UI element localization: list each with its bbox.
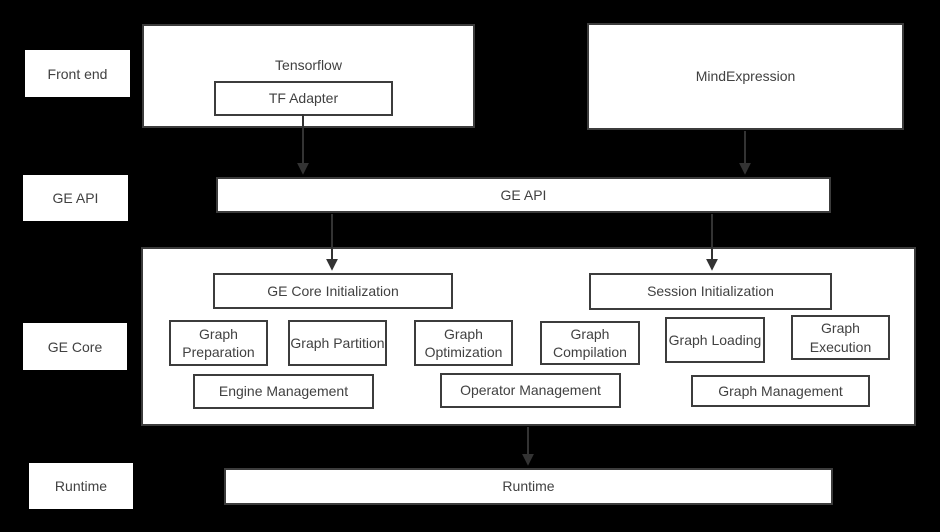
tf-adapter-box: TF Adapter (214, 81, 393, 116)
ge-core-initialization-box: GE Core Initialization (213, 273, 453, 309)
ge-api-bar: GE API (216, 177, 831, 213)
runtime-bar: Runtime (224, 468, 833, 505)
side-label-ge-api: GE API (23, 175, 128, 221)
session-initialization-box: Session Initialization (589, 273, 832, 310)
ge-core-container: GE Core Initialization Session Initializ… (141, 247, 916, 426)
operator-management-box: Operator Management (440, 373, 621, 408)
tensorflow-label: Tensorflow (275, 57, 342, 73)
graph-execution-box: Graph Execution (791, 315, 890, 360)
graph-compilation-box: Graph Compilation (540, 321, 640, 365)
graph-preparation-box: Graph Preparation (169, 320, 268, 366)
graph-management-box: Graph Management (691, 375, 870, 407)
graph-loading-box: Graph Loading (665, 317, 765, 363)
side-label-runtime: Runtime (29, 463, 133, 509)
tensorflow-box: Tensorflow TF Adapter (142, 24, 475, 128)
side-label-front-end: Front end (25, 50, 130, 97)
graph-partition-box: Graph Partition (288, 320, 387, 366)
graph-optimization-box: Graph Optimization (414, 320, 513, 366)
mindexpression-box: MindExpression (587, 23, 904, 130)
engine-management-box: Engine Management (193, 374, 374, 409)
side-label-ge-core: GE Core (23, 323, 127, 370)
